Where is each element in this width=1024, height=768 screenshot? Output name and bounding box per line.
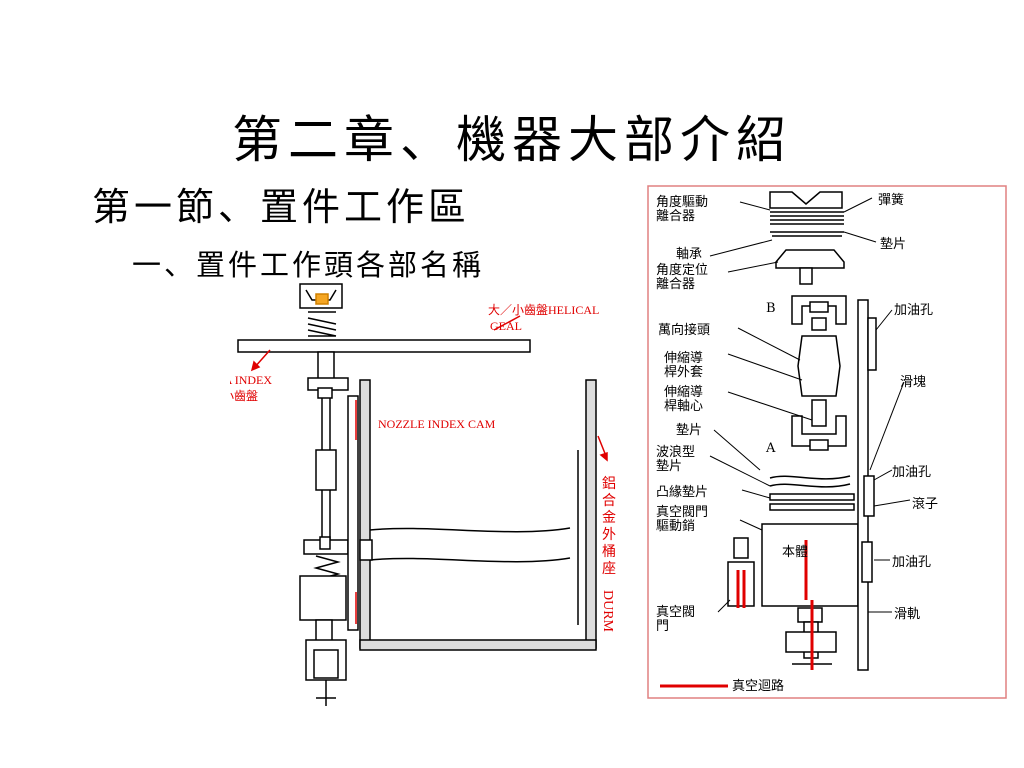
main-shaft — [299, 351, 349, 706]
label-point-a: A — [765, 441, 776, 456]
label-wave-gasket-cont: 墊片 — [656, 459, 682, 474]
label-oil-hole-3: 加油孔 — [892, 555, 931, 570]
label-drum-2: 合 — [602, 493, 616, 509]
label-telescopic-outer: 伸縮導 — [664, 350, 703, 366]
label-telescopic-core-cont: 桿軸心 — [664, 399, 703, 414]
exploded-parts — [727, 191, 877, 671]
label-gasket-top: 墊片 — [880, 237, 906, 252]
label-universal-joint: 萬向接頭 — [658, 322, 710, 338]
label-theta-index-cn: 小齒盤 — [230, 389, 258, 403]
label-angle-drive-clutch-cont: 離合器 — [656, 209, 695, 224]
label-drum-4: 外 — [602, 527, 616, 543]
label-roller: 滾子 — [912, 497, 938, 512]
label-drum-1: 鋁 — [602, 476, 616, 492]
legend-vacuum-path: 真空迴路 — [732, 678, 784, 694]
label-arrows — [250, 315, 608, 462]
vacuum-path — [660, 540, 814, 688]
label-angle-position-clutch-cont: 離合器 — [656, 277, 695, 292]
label-telescopic-core: 伸縮導 — [664, 384, 703, 400]
label-drum-5: 桶 — [602, 544, 616, 560]
slide-title: 第二章、機器大部介紹 — [232, 111, 792, 169]
placement-head-diagram: 大／小齒盤HELICAL GEAL THETA INDEX 小齒盤 NOZZLE… — [230, 283, 616, 706]
label-helical-gear: 大／小齒盤HELICAL — [488, 303, 599, 317]
label-point-b: B — [766, 301, 776, 316]
label-spring: 彈簧 — [878, 192, 904, 208]
label-drum-6: 座 — [602, 561, 616, 577]
label-oil-hole-2: 加油孔 — [892, 465, 931, 480]
top-clutch-assembly — [299, 283, 343, 337]
leader-lines — [709, 197, 911, 613]
side-rail — [347, 395, 359, 631]
label-nozzle-index-cam: NOZZLE INDEX CAM — [378, 417, 496, 431]
label-flange-gasket: 凸緣墊片 — [656, 485, 708, 500]
label-drum-en: DURM — [600, 590, 615, 633]
label-wave-gasket: 波浪型 — [656, 445, 695, 460]
label-vacuum-valve: 真空閥 — [656, 605, 695, 620]
label-vacuum-valve-pin-cont: 驅動銷 — [656, 518, 695, 534]
label-bearing: 軸承 — [676, 247, 702, 262]
label-angle-drive-clutch: 角度驅動 — [656, 194, 708, 210]
subsection-heading: 一、置件工作頭各部名稱 — [132, 248, 485, 282]
label-telescopic-outer-cont: 桿外套 — [664, 364, 703, 380]
label-vacuum-valve-cont: 門 — [656, 619, 669, 634]
label-gasket-mid: 墊片 — [676, 423, 702, 438]
aluminum-drum — [359, 379, 597, 651]
label-body: 本體 — [782, 545, 808, 560]
label-helical-gear-cont: GEAL — [490, 319, 522, 333]
helical-gear-bar — [237, 339, 531, 353]
label-slider: 滑塊 — [900, 374, 926, 390]
head-exploded-diagram: 角度驅動 離合器 彈簧 墊片 軸承 角度定位 離合器 B 加油孔 萬向接頭 伸縮… — [647, 185, 1007, 699]
label-drum-3: 金 — [602, 510, 616, 526]
label-angle-position-clutch: 角度定位 — [656, 262, 708, 278]
label-oil-hole-1: 加油孔 — [894, 303, 933, 318]
label-slide-rail: 滑軌 — [894, 606, 920, 622]
section-heading: 第一節、置件工作區 — [92, 185, 471, 229]
label-vacuum-valve-pin: 真空閥門 — [656, 505, 708, 520]
label-theta-index: THETA INDEX — [230, 373, 272, 387]
